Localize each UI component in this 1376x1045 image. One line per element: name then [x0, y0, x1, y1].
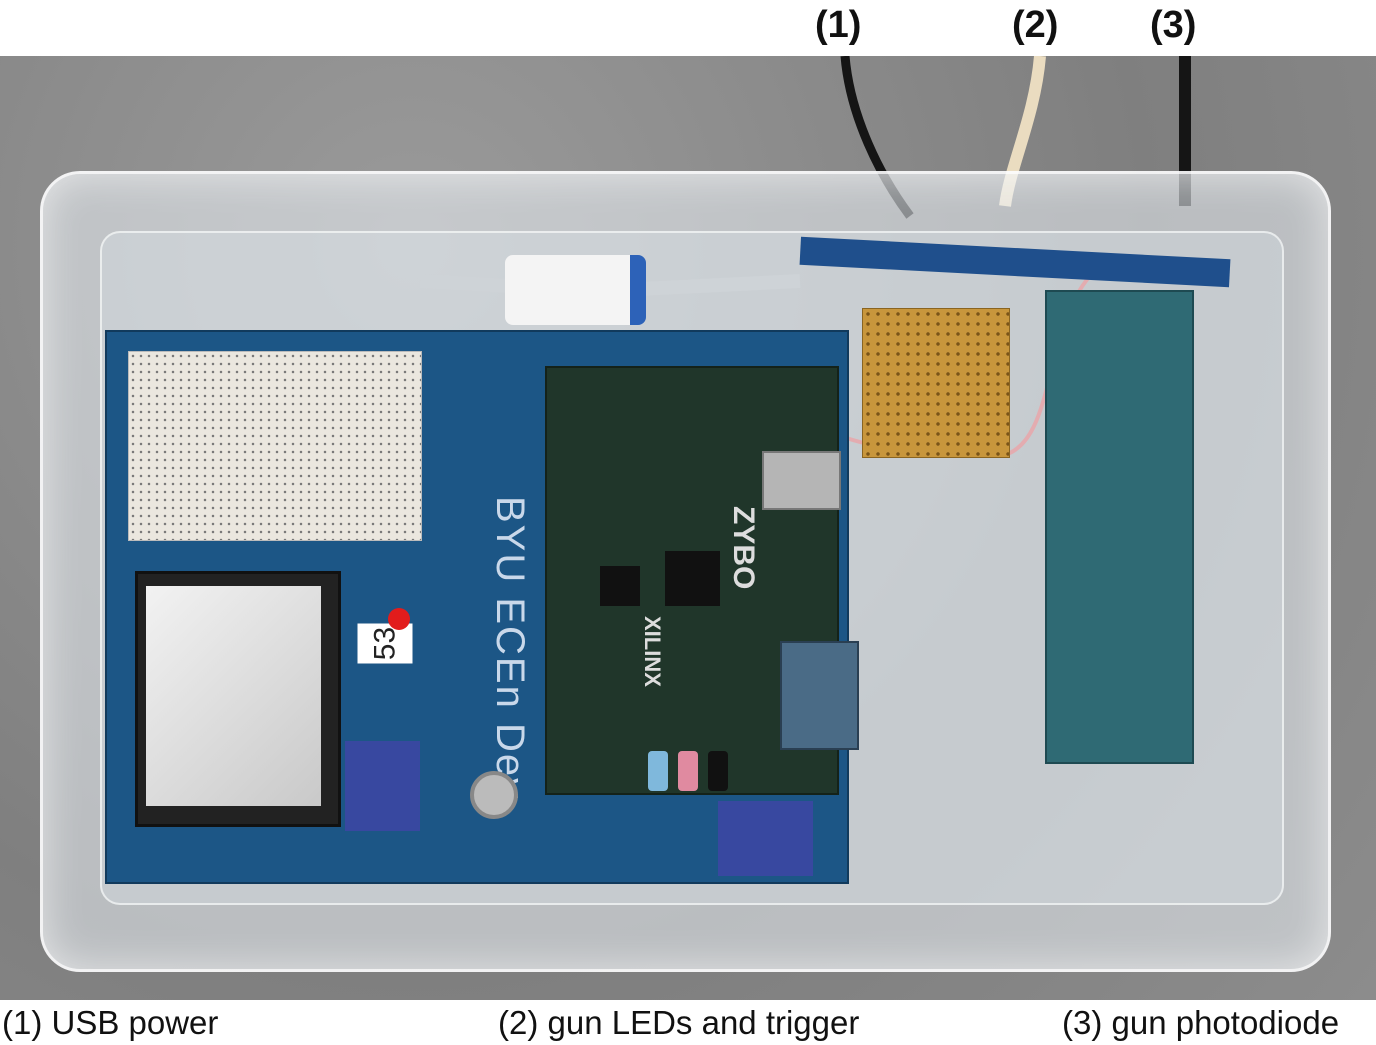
caption-usb-power: (1) USB power	[2, 1004, 219, 1041]
number-sticker: 53	[357, 623, 413, 664]
ethernet-port	[762, 451, 841, 510]
label-photodiode-marker: (3)	[1150, 4, 1197, 46]
xilinx-logo: XILINX	[640, 616, 665, 687]
caption-gun-photodiode: (3) gun photodiode	[1062, 1004, 1340, 1041]
breadboard	[128, 351, 422, 541]
lcd-screen	[146, 586, 321, 806]
hardware-photo: BYU ECEn Dev 53 ZYBO XILINX	[0, 56, 1376, 1000]
audio-jack-black	[708, 751, 728, 791]
audio-jack-pink	[678, 751, 698, 791]
bluetooth-module	[718, 801, 813, 876]
label-usb-power-marker: (1)	[815, 4, 862, 46]
sensor-module	[345, 741, 420, 831]
perfboard	[862, 308, 1010, 458]
battery	[505, 255, 646, 325]
board-title: BYU ECEn Dev	[488, 496, 532, 801]
led-driver-board	[1045, 290, 1194, 764]
caption-gun-leds-trigger: (2) gun LEDs and trigger	[498, 1004, 860, 1041]
zybo-logo: ZYBO	[727, 506, 760, 590]
red-dot	[388, 608, 410, 630]
potentiometer	[470, 771, 518, 819]
fpga-chip	[665, 551, 720, 606]
memory-chip	[600, 566, 640, 606]
audio-jack-blue	[648, 751, 668, 791]
label-gun-leds-marker: (2)	[1012, 4, 1059, 46]
vga-port	[780, 641, 859, 750]
lcd-display	[135, 571, 341, 827]
